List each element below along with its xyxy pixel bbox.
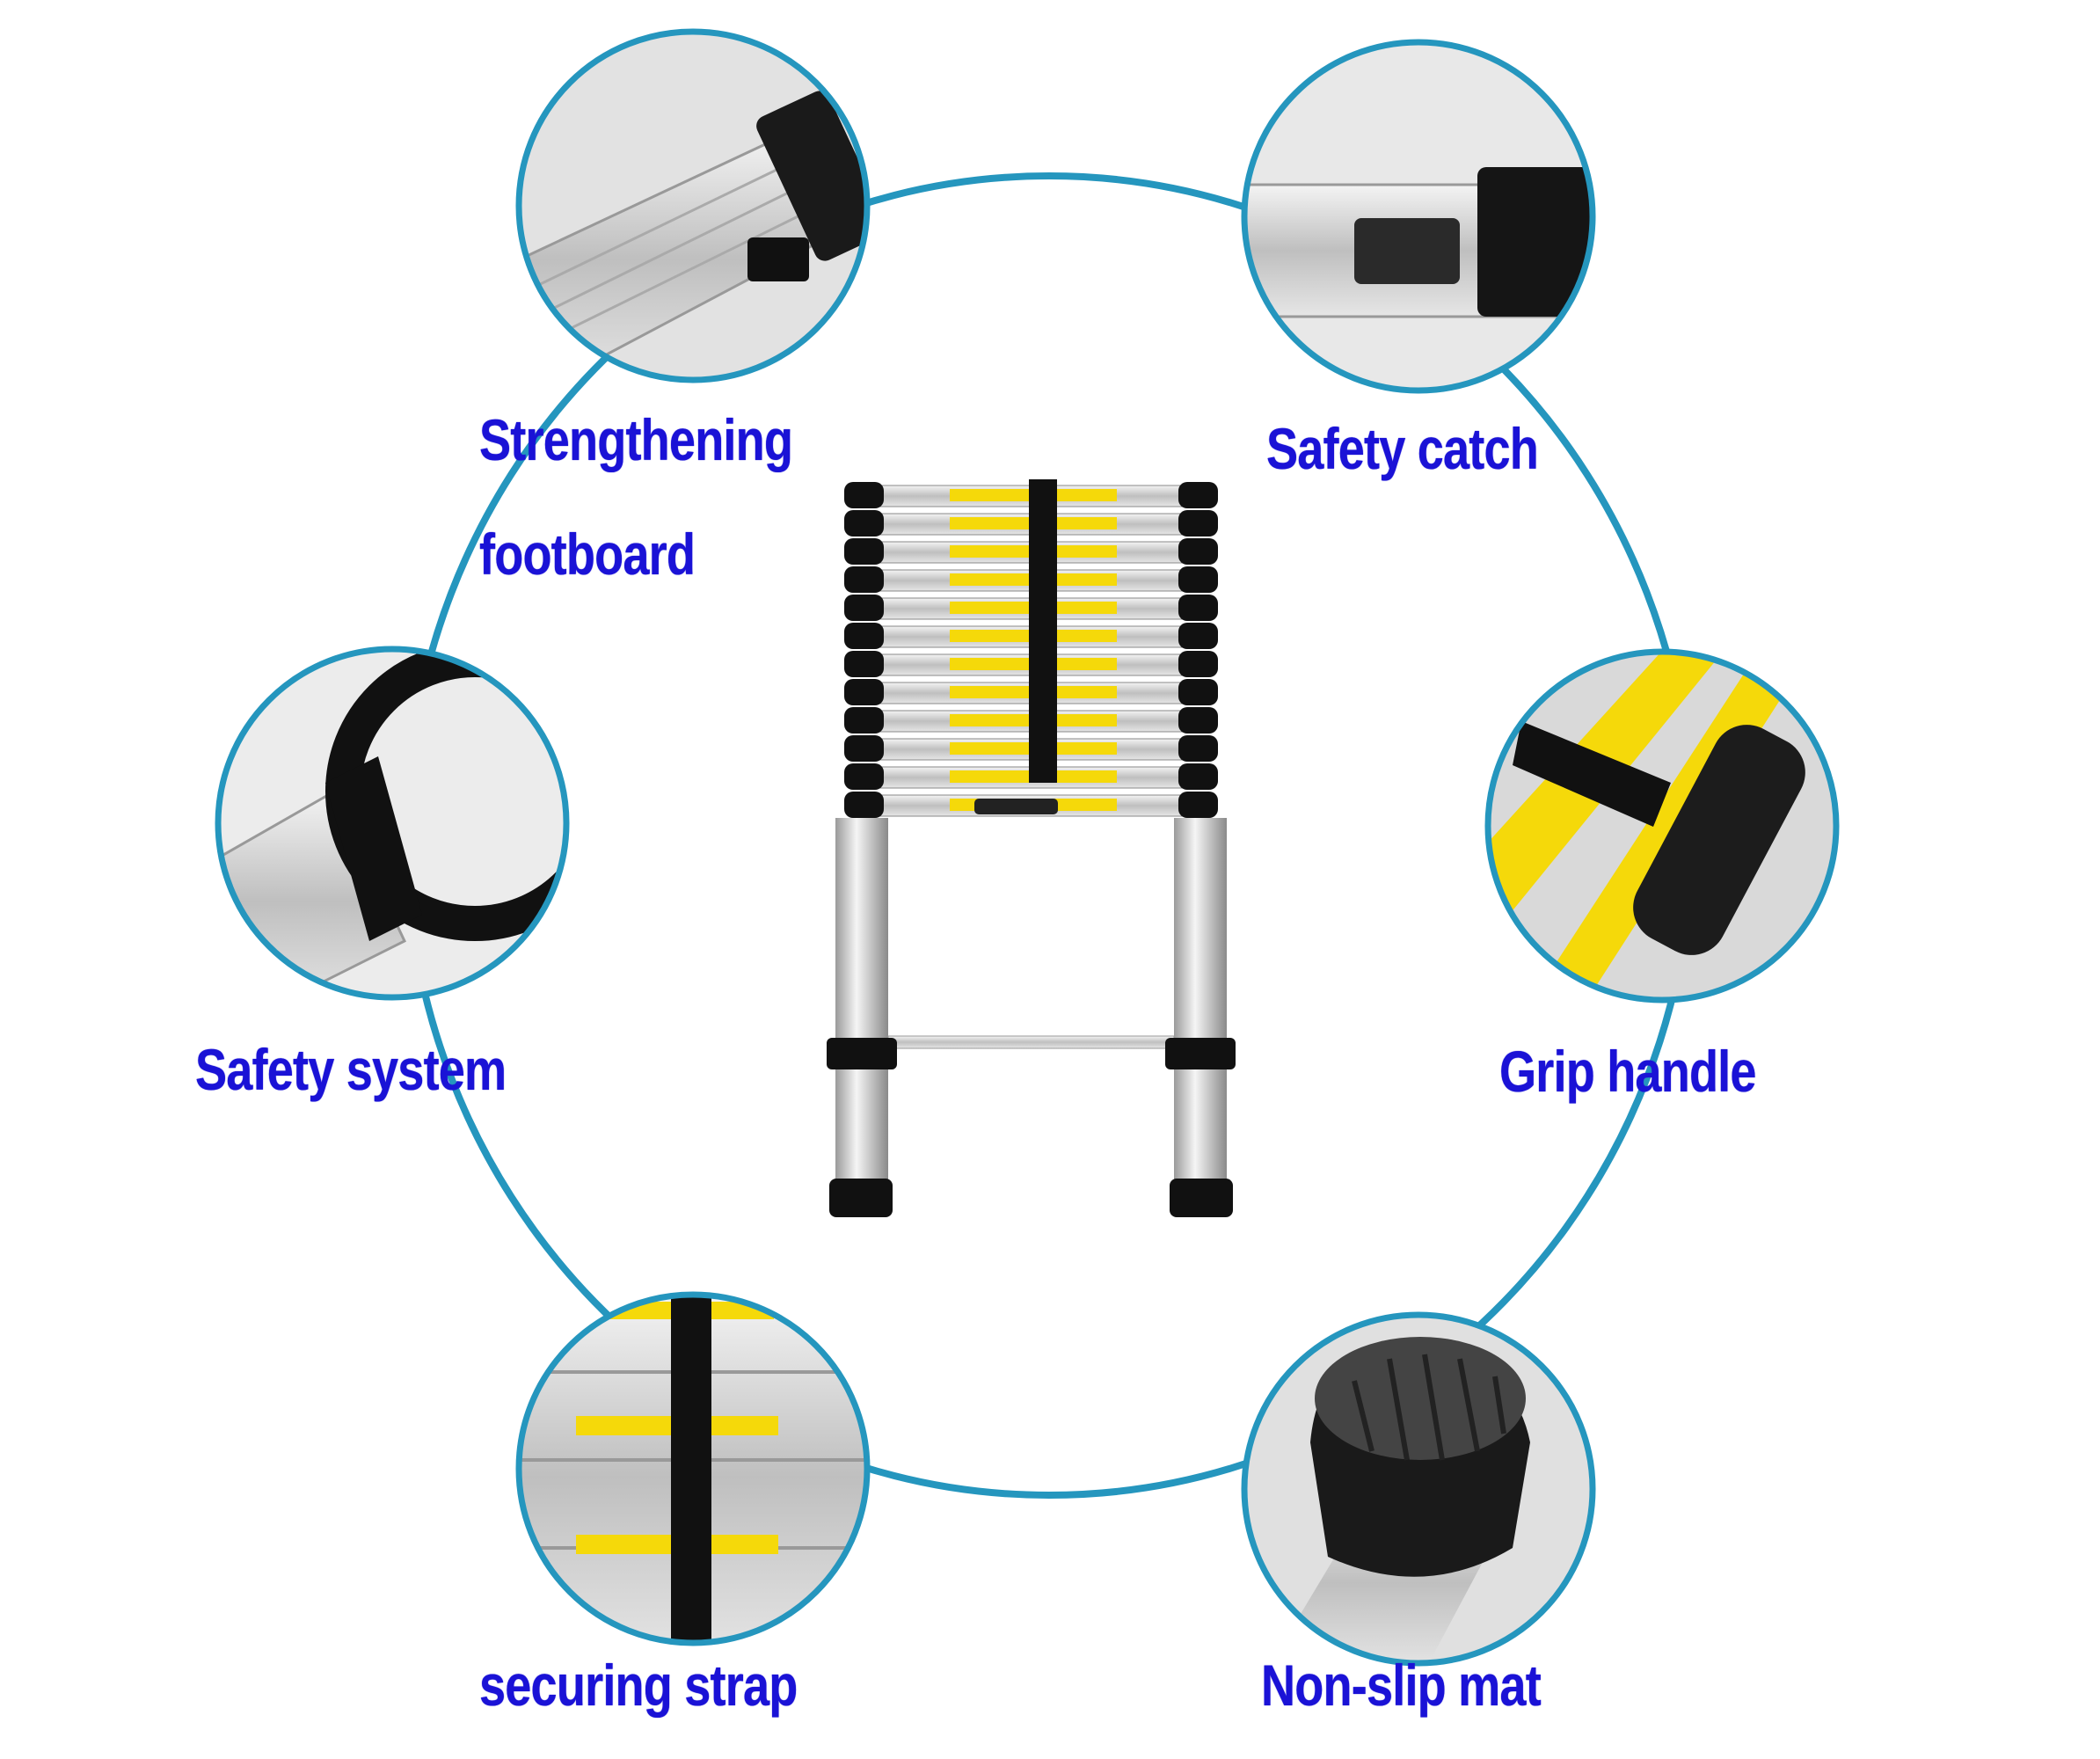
label-safety-system: Safety system <box>195 1037 507 1102</box>
label-strengthening-footboard-line1: Strengthening <box>479 407 793 472</box>
rung-end-cap <box>1178 679 1218 705</box>
rung-end-cap <box>1178 623 1218 649</box>
rung-end-cap <box>844 651 884 677</box>
telescopic-ladder-image <box>827 479 1236 1217</box>
rung-end-cap <box>844 623 884 649</box>
rung-end-cap <box>1178 595 1218 621</box>
strengthening-footboard-photo <box>521 33 865 378</box>
rung-end-cap <box>844 735 884 762</box>
rung-end-cap <box>1178 482 1218 508</box>
photo-frame <box>1484 648 1840 1004</box>
rung-end-cap <box>844 538 884 565</box>
label-safety-catch: Safety catch <box>1266 416 1539 481</box>
label-non-slip-mat: Non-slip mat <box>1261 1653 1542 1718</box>
rung-end-cap <box>1178 566 1218 593</box>
photo-frame <box>1241 39 1596 394</box>
label-securing-strap: securing strap <box>479 1653 798 1718</box>
photo-frame <box>515 1291 871 1646</box>
rung-end-cap <box>844 566 884 593</box>
rung-end-cap <box>844 595 884 621</box>
rung-end-cap <box>1178 792 1218 818</box>
securing-strap-photo <box>521 1296 865 1641</box>
rung-end-cap <box>844 707 884 734</box>
rung-end-cap <box>1178 651 1218 677</box>
photo-frame <box>1241 1311 1596 1667</box>
rung-end-cap <box>1178 538 1218 565</box>
label-strengthening-footboard-line2: footboard <box>479 522 696 587</box>
photo-frame <box>515 28 871 383</box>
label-grip-handle: Grip handle <box>1499 1039 1757 1104</box>
rung-end-cap <box>844 763 884 790</box>
safety-catch-photo <box>1246 44 1591 389</box>
photo-frame <box>215 646 570 1001</box>
rung-end-cap <box>1178 735 1218 762</box>
rung-end-cap <box>844 482 884 508</box>
rung-end-cap <box>1178 510 1218 536</box>
rung-end-cap <box>1178 707 1218 734</box>
rung-end-cap <box>844 510 884 536</box>
rung-end-cap <box>844 792 884 818</box>
rung-end-cap <box>844 679 884 705</box>
non-slip-mat-photo <box>1246 1317 1591 1661</box>
rung-end-cap <box>1178 763 1218 790</box>
grip-handle-photo <box>1490 653 1834 998</box>
